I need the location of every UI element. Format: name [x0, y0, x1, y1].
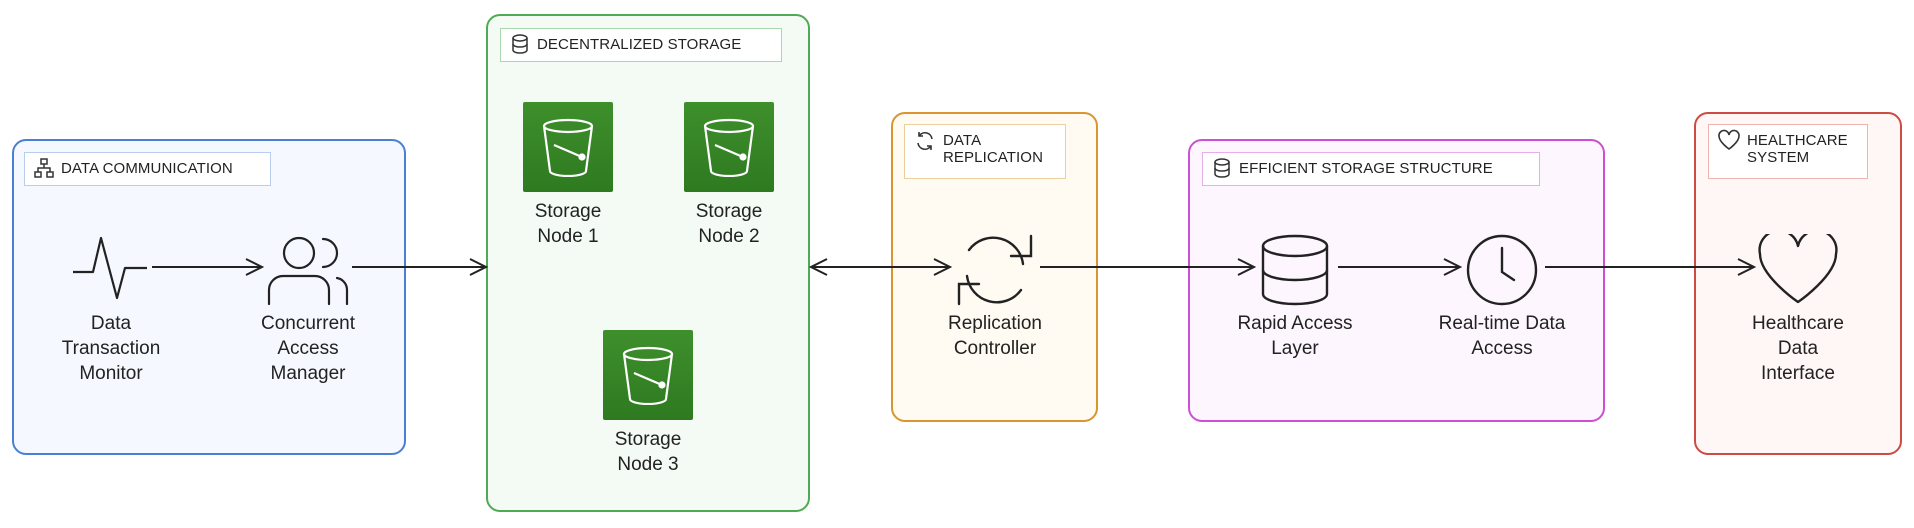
- node-label: Storage Node 2: [695, 201, 763, 247]
- node-data-transaction-monitor: Data Transaction Monitor: [52, 234, 170, 386]
- node-label: Concurrent Access Manager: [261, 313, 355, 384]
- users-icon: [267, 236, 349, 306]
- node-label: Healthcare Data Interface: [1752, 313, 1844, 384]
- bucket-icon: [523, 102, 613, 192]
- tag-label: HEALTHCARE SYSTEM: [1747, 132, 1848, 166]
- database-icon: [1261, 234, 1329, 306]
- tag-efficient-storage-structure: EFFICIENT STORAGE STRUCTURE: [1202, 152, 1540, 186]
- tag-healthcare-system: HEALTHCARE SYSTEM: [1708, 124, 1868, 179]
- node-storage-1: Storage Node 1: [513, 102, 623, 249]
- tag-label: DATA REPLICATION: [943, 132, 1044, 166]
- heart-icon: [1758, 234, 1838, 304]
- node-rapid-access-layer: Rapid Access Layer: [1220, 234, 1370, 361]
- node-realtime-data-access: Real-time Data Access: [1427, 234, 1577, 361]
- node-label: Replication Controller: [948, 313, 1042, 359]
- bucket-icon: [603, 330, 693, 420]
- group-data-communication: [12, 139, 406, 455]
- heart-icon: [1718, 129, 1740, 150]
- clock-icon: [1466, 234, 1538, 306]
- tag-data-replication: DATA REPLICATION: [904, 124, 1066, 179]
- node-label: Rapid Access Layer: [1237, 313, 1353, 359]
- bucket-icon: [684, 102, 774, 192]
- tag-label: DECENTRALIZED STORAGE: [537, 36, 742, 53]
- sync-icon: [957, 234, 1033, 306]
- node-storage-3: Storage Node 3: [593, 330, 703, 477]
- database-icon: [512, 34, 528, 54]
- node-concurrent-access-manager: Concurrent Access Manager: [238, 234, 378, 386]
- node-label: Real-time Data Access: [1438, 313, 1566, 359]
- tag-label: EFFICIENT STORAGE STRUCTURE: [1239, 160, 1493, 177]
- node-label: Storage Node 1: [534, 201, 602, 247]
- tag-decentralized-storage: DECENTRALIZED STORAGE: [500, 28, 782, 62]
- pulse-icon: [73, 236, 147, 300]
- network-icon: [34, 158, 54, 178]
- node-healthcare-data-interface: Healthcare Data Interface: [1733, 234, 1863, 386]
- node-label: Storage Node 3: [614, 429, 682, 475]
- sync-icon: [917, 131, 933, 151]
- group-decentralized-storage: [486, 14, 810, 512]
- node-replication-controller: Replication Controller: [925, 234, 1065, 361]
- tag-label: DATA COMMUNICATION: [61, 160, 233, 177]
- database-icon: [1214, 158, 1230, 178]
- tag-data-communication: DATA COMMUNICATION: [24, 152, 271, 186]
- node-storage-2: Storage Node 2: [674, 102, 784, 249]
- node-label: Data Transaction Monitor: [61, 313, 161, 384]
